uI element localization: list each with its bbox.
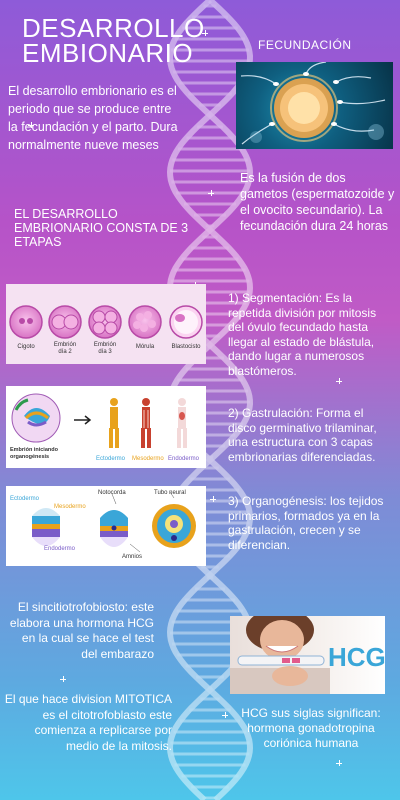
stage3-label-ectodermo: Ectodermo [10,496,40,502]
sparkle-icon [208,190,214,196]
gastrulation-image: Embrión iniciando organogénesis Ectoderm… [6,386,206,468]
woman-with-pregnancy-test-illustration [230,616,330,694]
sparkle-icon [28,122,34,128]
hcg-test-image: HCG [230,616,385,694]
hcg-text: HCG sus siglas significan: hormona gonad… [241,706,381,750]
stage3-label-notocorda: Notocorda [98,490,126,496]
segmentation-cells-illustration [9,305,203,339]
sincitio-text: El sincitiotrofobiosto: este elabora una… [9,600,154,661]
title-line-1: DESARROLLO [22,13,205,43]
stage2-label-ectodermo: Ectodermo [96,456,126,462]
organogenesis-illustration [32,491,196,553]
sparkle-icon [336,760,342,766]
stage2-label-endodermo: Endodermo [168,456,200,462]
intro-text: El desarrollo embrionario es el periodo … [8,84,178,152]
stage1-label: Mórula [135,344,155,350]
sparkle-icon [336,378,342,384]
egg-and-sperm-illustration [240,62,386,145]
stage1-label: Embrión día 3 [93,342,117,355]
mitotica-text: El que hace division MITOTICA es el cito… [4,692,172,753]
stage3-label-endodermo: Endodermo [44,546,76,552]
fecundacion-text: Es la fusión de dos gametos (espermatozo… [240,171,395,233]
stage2-caption: Embrión iniciando organogénesis [10,447,58,460]
sparkle-icon [210,496,216,502]
stage3-label-mesodermo: Mesodermo [54,504,86,510]
dna-helix-background [166,0,254,800]
gastrulation-illustration [11,393,187,448]
hcg-logo-text: HCG [328,642,385,672]
organogenesis-image: Ectodermo Mesodermo Notocorda Tubo neura… [6,486,206,566]
page-title: DESARROLLO EMBIONARIO [22,13,205,68]
stage3-label-tubo-neural: Tubo neural [154,490,186,496]
stage1-label: Cigoto [17,344,35,350]
stage2-label-mesodermo: Mesodermo [132,456,164,462]
sparkle-icon [202,30,208,36]
title-line-2: EMBIONARIO [22,38,194,68]
stage1-text: 1) Segmentación: Es la repetida división… [228,291,377,378]
stage1-label: Blastocisto [171,344,201,350]
sparkle-icon [60,676,66,682]
fertilization-image [236,62,393,149]
stage3-text: 3) Organogénesis: los tejidos primarios,… [228,494,384,552]
fecundacion-heading: FECUNDACIÓN [258,38,352,52]
stage2-text: 2) Gastrulación: Forma el disco germinat… [228,406,377,464]
sparkle-icon [222,712,228,718]
etapas-heading: EL DESARROLLO EMBRIONARIO CONSTA DE 3 ET… [14,207,189,249]
stage1-label: Embrión día 2 [53,342,77,355]
stage3-label-amnios: Amnios [122,554,143,560]
segmentation-image: Cigoto Embrión día 2 Embrión día 3 Mórul… [6,284,206,364]
